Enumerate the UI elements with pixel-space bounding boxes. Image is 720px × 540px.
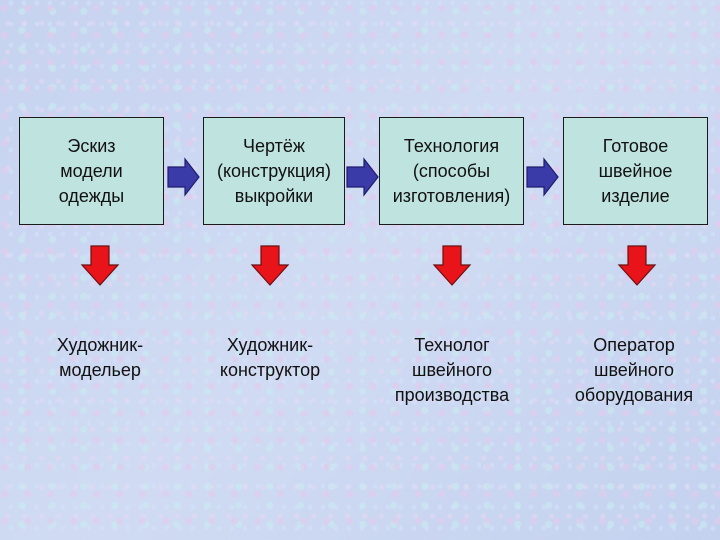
- right-arrow-icon: [167, 157, 200, 197]
- stage-box-sketch: Эскиз модели одежды: [19, 117, 164, 225]
- stage-label: Готовое швейное изделие: [598, 135, 673, 206]
- stage-box-drawing: Чертёж (конструкция) выкройки: [203, 117, 345, 225]
- down-arrow-icon: [617, 245, 657, 286]
- down-arrow-icon: [80, 245, 120, 286]
- stage-label: Технология (способы изготовления): [392, 135, 511, 206]
- right-arrow-icon: [526, 157, 559, 197]
- right-arrow-icon: [346, 157, 379, 197]
- role-label-fashion-designer: Художник- модельер: [56, 335, 144, 380]
- stage-label: Чертёж (конструкция) выкройки: [216, 135, 332, 206]
- stage-box-technology: Технология (способы изготовления): [379, 117, 524, 225]
- down-arrow-icon: [432, 245, 472, 286]
- role-label-pattern-maker: Художник- конструктор: [219, 335, 321, 380]
- role-label-production-technologist: Технолог швейного производства: [394, 335, 510, 405]
- down-arrow-icon: [250, 245, 290, 286]
- role-label-equipment-operator: Оператор швейного оборудования: [574, 335, 694, 405]
- stage-box-finished-product: Готовое швейное изделие: [563, 117, 708, 225]
- stage-label: Эскиз модели одежды: [58, 135, 125, 206]
